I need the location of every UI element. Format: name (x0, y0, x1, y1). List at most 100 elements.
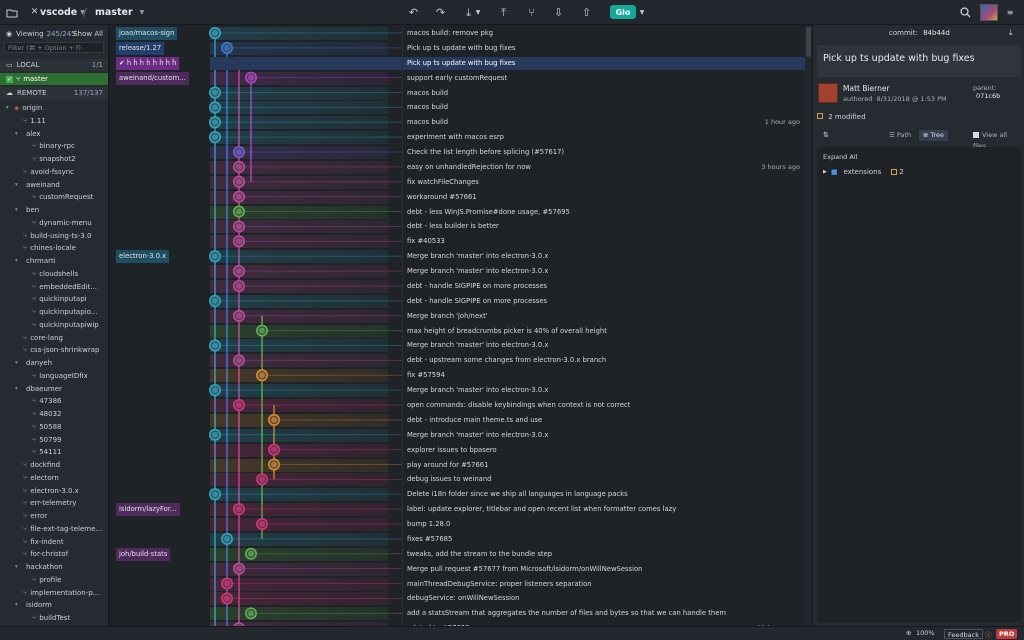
remote-tree-item[interactable]: ⑂electron-3.0.x (0, 485, 108, 497)
remote-tree-item[interactable]: ⑂dynamic-menu (0, 217, 108, 229)
parent-sha[interactable]: 071c6b (976, 92, 1001, 100)
download-icon[interactable]: ⤓ (1009, 28, 1013, 37)
commit-row[interactable]: macos build (110, 85, 805, 101)
pro-badge[interactable]: PRO (996, 629, 1018, 639)
expand-all-link[interactable]: Expand All (823, 153, 858, 161)
remote-tree-item[interactable]: ⑂cloudshells (0, 268, 108, 280)
commit-row[interactable]: related to #5762012 hours ago (110, 621, 805, 626)
glo-button[interactable]: Glo (610, 5, 636, 19)
graph-scroll-thumb[interactable] (806, 27, 811, 57)
commit-row[interactable]: workaround #57661 (110, 189, 805, 205)
graph-scrollbar[interactable] (805, 25, 812, 626)
eye-icon[interactable]: ◉ (6, 30, 13, 38)
remote-tree-item[interactable]: ⑂1.11 (0, 115, 108, 127)
commit-row[interactable]: debt - handle SIGPIPE on more processes (110, 278, 805, 294)
remote-tree-item[interactable]: ⑂binary-rpc (0, 140, 108, 152)
menu-icon[interactable]: ≡ (1006, 7, 1014, 17)
commit-row[interactable]: debugService: onWillNewSession (110, 591, 805, 607)
commit-sha[interactable]: 84b44d (923, 29, 950, 37)
remote-tree-item[interactable]: ⑂quickinputapiwip (0, 319, 108, 331)
commit-row[interactable]: macos build (110, 100, 805, 116)
remote-tree-item[interactable]: ⑂err-telemetry (0, 497, 108, 509)
remote-tree-item[interactable]: ▾hackathon (0, 561, 108, 573)
commit-row[interactable]: debt - handle SIGPIPE on more processes (110, 293, 805, 309)
branch-label[interactable]: ✔ ḣ ḣ ḣ ḣ ḣ ḣ ḣ ḣ (116, 56, 180, 70)
remote-tree-item[interactable]: ▾chrmarti (0, 255, 108, 267)
pop-icon[interactable]: ⇧ (581, 6, 592, 19)
remote-tree-item[interactable]: ▾◈origin (0, 102, 108, 114)
view-all-files-toggle[interactable]: View all files (969, 130, 1024, 150)
branch-name[interactable]: master ▼ (95, 0, 144, 25)
commit-row[interactable]: Check the list length before splicing (#… (110, 145, 805, 161)
branch-icon[interactable]: ⑂ (528, 6, 535, 19)
commit-row[interactable]: add a statsStream that aggregates the nu… (110, 606, 805, 622)
remote-tree-item[interactable]: ⑂buildTest (0, 612, 108, 624)
commit-row[interactable]: Merge branch 'master' into electron-3.0.… (110, 383, 805, 399)
branch-label[interactable]: joao/macos-sign (116, 27, 178, 40)
commit-row[interactable]: aweinand/custom...support early customRe… (110, 70, 805, 86)
local-section[interactable]: ▭ LOCAL 1/1 (0, 59, 108, 71)
remote-tree-item[interactable]: ⑂error (0, 510, 108, 522)
branch-label[interactable]: aweinand/custom... (116, 71, 189, 85)
push-icon[interactable]: ⤒ (501, 6, 506, 19)
local-branch-master[interactable]: ✓ ⑂ master (0, 73, 108, 85)
commit-summary[interactable]: Pick up ts update with bug fixes (817, 45, 1021, 77)
commit-row[interactable]: play around for #57661 (110, 457, 805, 473)
remote-tree-item[interactable]: ⑂build-using-ts-3.0 (0, 230, 108, 242)
undo-icon[interactable]: ↶ (408, 6, 419, 19)
commit-row[interactable]: fix #40533 (110, 234, 805, 250)
commit-row[interactable]: bump 1.28.0 (110, 517, 805, 533)
commit-row[interactable]: Merge pull request #57677 from Microsoft… (110, 561, 805, 577)
remote-tree-item[interactable]: ⑂50799 (0, 434, 108, 446)
remote-tree-item[interactable]: ⑂electorn (0, 472, 108, 484)
remote-tree-item[interactable]: ⑂core-lang (0, 332, 108, 344)
checkbox-icon[interactable] (973, 132, 979, 138)
feedback-button[interactable]: Feedback (944, 629, 983, 639)
branch-label[interactable]: joh/build-stats (116, 547, 171, 561)
commit-row[interactable]: debt - upstream some changes from electr… (110, 353, 805, 369)
commit-row[interactable]: isidorm/lazyFor...label: update explorer… (110, 502, 805, 518)
commit-row[interactable]: debt - introduce main theme.ts and use (110, 412, 805, 428)
commit-row[interactable]: fix #57594 (110, 368, 805, 384)
commit-row[interactable]: fix watchFileChanges (110, 174, 805, 190)
remote-tree-item[interactable]: ⑂fix-indent (0, 536, 108, 548)
commit-row[interactable]: Merge branch 'master' into electron-3.0.… (110, 338, 805, 354)
commit-row[interactable]: open commands: disable keybindings when … (110, 398, 805, 413)
remote-tree-item[interactable]: ⑂file-ext-tag-teleme... (0, 523, 108, 535)
remote-tree-item[interactable]: ⑂quickinputapio... (0, 306, 108, 318)
tree-view-button[interactable]: ≣Tree (919, 130, 948, 141)
path-view-button[interactable]: ☰Path (885, 130, 915, 141)
stash-icon[interactable]: ⇩ (553, 6, 564, 19)
remote-tree-item[interactable]: ⑂avoid-fssync (0, 166, 108, 178)
close-icon[interactable]: ✕ (30, 7, 39, 17)
folder-icon[interactable] (4, 5, 19, 20)
commit-row[interactable]: explorer issues to bpasero (110, 442, 805, 458)
redo-icon[interactable]: ↷ (435, 6, 446, 19)
remote-tree-item[interactable]: ⑂profile (0, 574, 108, 586)
pull-icon[interactable]: ⤓ (466, 6, 471, 19)
tree-folder-extensions[interactable]: ▶ ■ extensions 2 (823, 168, 904, 176)
remote-tree-item[interactable]: ▾ben (0, 204, 108, 216)
remote-section[interactable]: ☁ REMOTE 137/137 (0, 87, 108, 99)
zoom-icon[interactable]: ⊕ (906, 629, 912, 637)
remote-tree-item[interactable]: ▾alex (0, 128, 108, 140)
commit-row[interactable]: Merge branch 'master' into electron-3.0.… (110, 427, 805, 443)
commit-row[interactable]: fixes #57685 (110, 531, 805, 547)
info-icon[interactable]: ⓘ (985, 631, 992, 639)
remote-tree-item[interactable]: ⑂47386 (0, 395, 108, 407)
remote-tree-item[interactable]: ▾dbaeumer (0, 383, 108, 395)
remote-tree-item[interactable]: ⑂customRequest (0, 191, 108, 203)
commit-row[interactable]: debt - less WinJS.Promise#done usage, #5… (110, 204, 805, 220)
remote-tree-item[interactable]: ⑂48032 (0, 408, 108, 420)
remote-tree-item[interactable]: ▾aweinand (0, 179, 108, 191)
remote-tree-item[interactable]: ⑂quickinputapi (0, 293, 108, 305)
filter-input[interactable]: Filter (⌘ + Option + f) (4, 42, 104, 53)
remote-tree-item[interactable]: ⑂chines-locale (0, 242, 108, 254)
commit-row[interactable]: debug issues to weinand (110, 472, 805, 488)
